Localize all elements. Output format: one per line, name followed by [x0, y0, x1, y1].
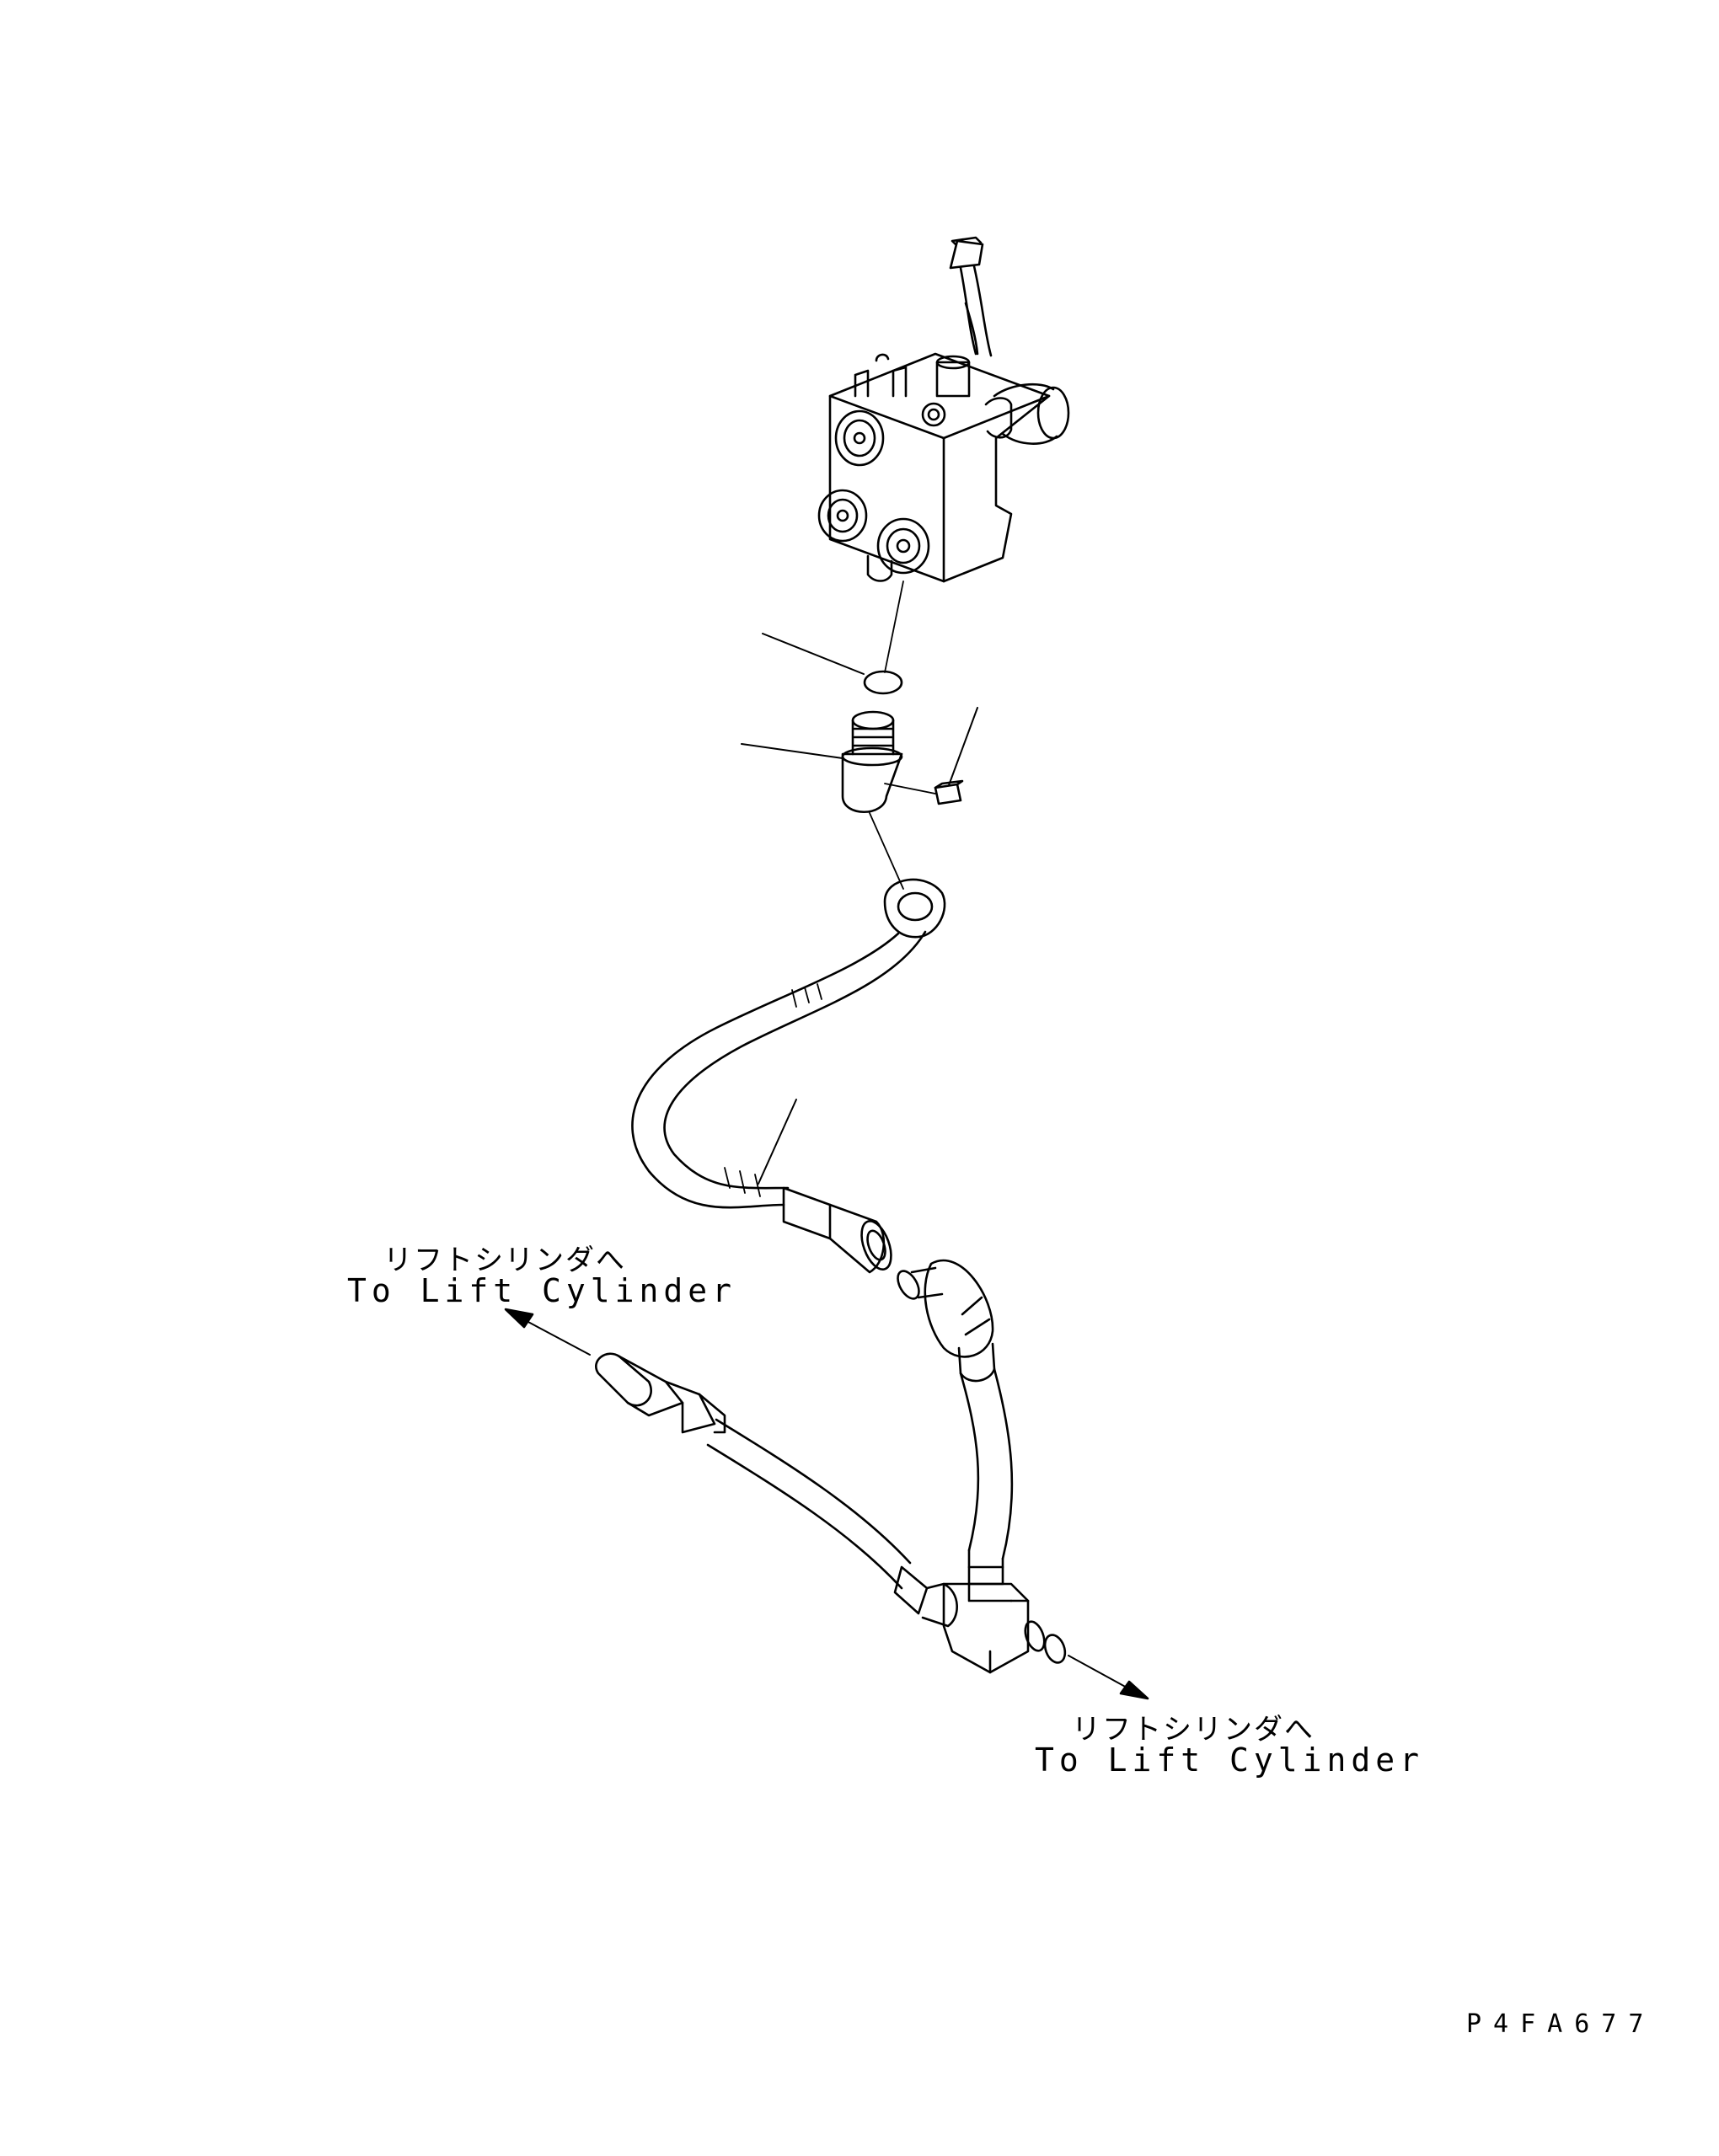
elbow-hose	[893, 1260, 1012, 1584]
port-top	[836, 411, 883, 465]
arrow-upper-left	[506, 1309, 590, 1355]
leader-o-ring	[763, 634, 864, 674]
upper-hose	[632, 880, 945, 1273]
plug	[935, 781, 962, 804]
o-ring	[865, 671, 902, 693]
valve-block	[819, 238, 1068, 581]
leader-upper-hose	[758, 1099, 796, 1184]
upper-label-japanese: リフトシリンダへ	[383, 1244, 626, 1277]
lower-label-japanese: リフトシリンダへ	[1072, 1713, 1315, 1747]
drawing-code: P4FA677	[1466, 2009, 1656, 2039]
arrow-lower-right	[1068, 1656, 1148, 1699]
port-bottom-left	[819, 490, 866, 541]
lower-o-ring	[1042, 1632, 1068, 1665]
leader-plug	[949, 708, 977, 785]
tee-fitting	[944, 1584, 1048, 1672]
port-bottom-right	[878, 519, 929, 573]
lower-hose	[596, 1354, 956, 1626]
elbow-adapter	[843, 712, 902, 812]
leader-adapter	[742, 744, 843, 758]
upper-label-english: To Lift Cylinder	[347, 1272, 737, 1309]
lower-label-english: To Lift Cylinder	[1035, 1741, 1425, 1779]
